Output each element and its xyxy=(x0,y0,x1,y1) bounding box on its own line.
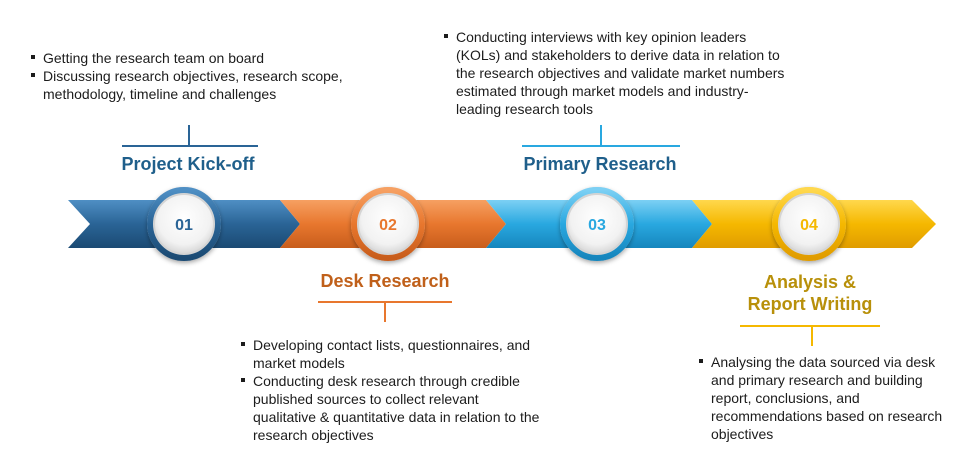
step-circle-04: 04 xyxy=(772,187,846,261)
analysis-bullet-list: Analysing the data sourced via desk and … xyxy=(698,353,948,443)
step-number-01: 01 xyxy=(175,217,193,234)
phase-title-analysis-line-2: Report Writing xyxy=(747,294,873,314)
desk-research-bullet-list: Developing contact lists, questionnaires… xyxy=(240,336,540,444)
list-item: Developing contact lists, questionnaires… xyxy=(240,336,540,372)
connector-04 xyxy=(740,325,880,346)
step-number-03: 03 xyxy=(588,217,606,234)
step-circle-03: 03 xyxy=(560,187,634,261)
phase-title-desk-research: Desk Research xyxy=(320,271,450,291)
connector-03 xyxy=(522,125,680,147)
list-item: Conducting interviews with key opinion l… xyxy=(443,28,793,118)
primary-research-bullet-list: Conducting interviews with key opinion l… xyxy=(443,28,793,118)
phase-title-primary-research: Primary Research xyxy=(523,154,677,174)
phase-title-analysis-report: Analysis & Report Writing xyxy=(720,271,900,315)
step-number-02: 02 xyxy=(379,217,397,234)
step-circle-01: 01 xyxy=(147,187,221,261)
list-item: Discussing research objectives, research… xyxy=(30,67,360,103)
connector-01 xyxy=(122,125,258,147)
kickoff-bullet-list: Getting the research team on board Discu… xyxy=(30,49,360,103)
step-number-04: 04 xyxy=(800,217,818,234)
list-item: Analysing the data sourced via desk and … xyxy=(698,353,948,443)
list-item: Getting the research team on board xyxy=(30,49,360,67)
phase-title-project-kickoff: Project Kick-off xyxy=(121,154,255,174)
connector-02 xyxy=(318,301,452,322)
list-item: Conducting desk research through credibl… xyxy=(240,372,540,444)
step-circle-02: 02 xyxy=(351,187,425,261)
phase-title-analysis-line-1: Analysis & xyxy=(763,272,857,292)
